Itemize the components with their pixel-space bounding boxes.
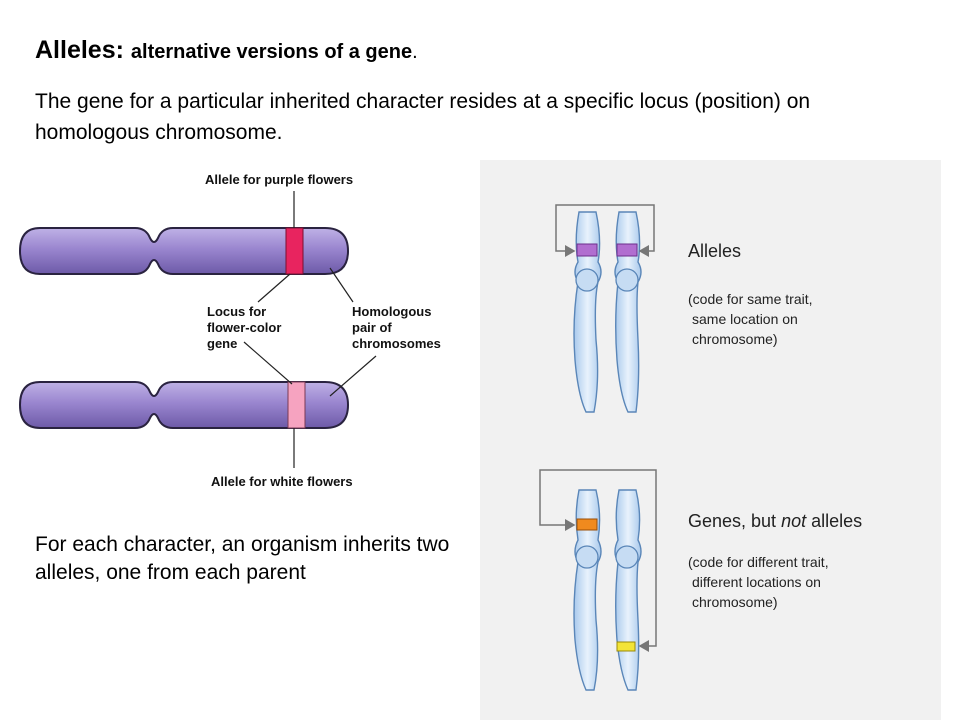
chromosome-top [18, 227, 350, 275]
title-period: . [412, 41, 418, 63]
leader-homologous-top [329, 267, 354, 303]
leader-homologous-bottom [329, 355, 377, 397]
title-definition: alternative versions of a gene [130, 41, 413, 63]
white-allele-band [287, 381, 306, 429]
gene-band-orange [576, 518, 598, 531]
gene-arrow-right [576, 469, 657, 652]
gene-arrow-left [539, 469, 576, 531]
allele-band-right [616, 243, 638, 257]
purple-allele-band [285, 227, 304, 275]
right-panel: Alleles (code for same trait, same locat… [480, 160, 941, 720]
allele-arrow-left [555, 204, 576, 257]
allele-arrow-right [576, 204, 655, 257]
title-term: Alleles: [35, 36, 124, 64]
slide-title: Alleles: alternative versions of a gene. [35, 34, 418, 68]
leader-locus-top [257, 273, 291, 303]
left-chromosome-diagram: Allele for purple flowers Locus for flow… [18, 172, 441, 489]
alleles-heading: Alleles [688, 241, 741, 261]
genes-heading: Genes, but not alleles [688, 511, 862, 531]
gene-band-yellow [616, 641, 636, 652]
leader-locus-bottom [243, 341, 293, 385]
intro-text: The gene for a particular inherited char… [35, 90, 811, 144]
chromosome-bottom [18, 381, 350, 429]
allele-band-left [576, 243, 598, 257]
label-allele-white: Allele for white flowers [211, 474, 353, 489]
alleles-note: (code for same trait, same location on c… [688, 291, 816, 347]
right-panel-bg [480, 160, 941, 720]
label-locus: Locus for flower-color gene [207, 304, 285, 351]
label-homologous: Homologous pair of chromosomes [352, 304, 441, 351]
allele-pair-diagram [555, 204, 655, 413]
label-allele-purple: Allele for purple flowers [205, 172, 353, 187]
caption-text: For each character, an organism inherits… [35, 533, 450, 584]
genes-note: (code for different trait, different loc… [688, 554, 832, 610]
non-allele-pair-diagram [539, 469, 657, 691]
